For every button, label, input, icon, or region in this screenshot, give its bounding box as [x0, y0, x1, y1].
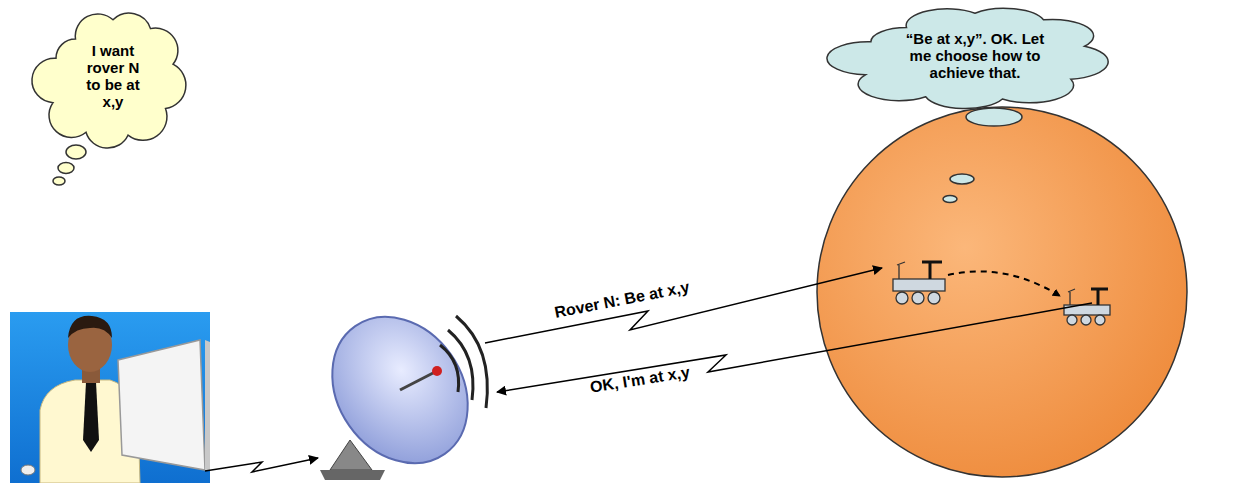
thought-bubbles [943, 108, 1022, 203]
rover-wheel [928, 292, 940, 304]
link-line [205, 458, 318, 472]
thought-bubble [58, 163, 74, 174]
rover-mast [922, 262, 942, 279]
radio-wave [448, 330, 473, 400]
rover-mast [1091, 289, 1108, 305]
thought-bubble [950, 174, 974, 184]
thought-bubbles [53, 145, 86, 185]
operator-illustration [10, 312, 210, 483]
mouse [21, 465, 35, 475]
rover-wheel [1081, 315, 1091, 325]
rover-antenna [897, 262, 905, 279]
cloud-text-area: “Be at x,y”. OK. Let me choose how to ac… [905, 30, 1045, 81]
cloud-shape [32, 13, 186, 148]
transmission-arrow [497, 303, 1092, 392]
dish-feed [400, 372, 435, 390]
dish-feed-head [432, 366, 442, 376]
thought-bubble [53, 177, 65, 185]
satellite-dish [304, 291, 495, 483]
transmission-arrow [485, 268, 882, 343]
thought-bubble [966, 108, 1022, 126]
rover-wheel [912, 292, 924, 304]
dish-base [320, 470, 385, 480]
monitor [118, 340, 205, 470]
radio-waves [440, 316, 487, 408]
radio-wave [456, 316, 487, 408]
cloud-text: “Be at x,y”. OK. Let me choose how to ac… [905, 30, 1045, 81]
motion-arrow [948, 271, 1060, 296]
thought-bubble [66, 145, 86, 159]
cloud-shape [827, 8, 1108, 108]
message-label: Rover N: Be at x,y [553, 278, 691, 322]
rover-wheel [1095, 315, 1105, 325]
rover-body [893, 279, 945, 291]
thought-bubble [943, 196, 957, 203]
thought-cloud: I want rover N to be at x,y [38, 2, 188, 150]
cloud-text: I want rover N to be at x,y [78, 42, 148, 110]
thought-cloud: “Be at x,y”. OK. Let me choose how to ac… [838, 0, 1112, 110]
picture-background [10, 312, 210, 483]
tie [83, 382, 99, 452]
rover-wheel [1067, 315, 1077, 325]
dish-bowl [304, 291, 495, 483]
planet [817, 107, 1187, 477]
monitor-side [205, 340, 210, 470]
cloud-text-area: I want rover N to be at x,y [78, 42, 148, 110]
radio-wave [440, 345, 459, 392]
hair [68, 316, 112, 338]
rover-wheel [896, 292, 908, 304]
rover-antenna [1068, 289, 1075, 305]
rover [893, 262, 945, 304]
